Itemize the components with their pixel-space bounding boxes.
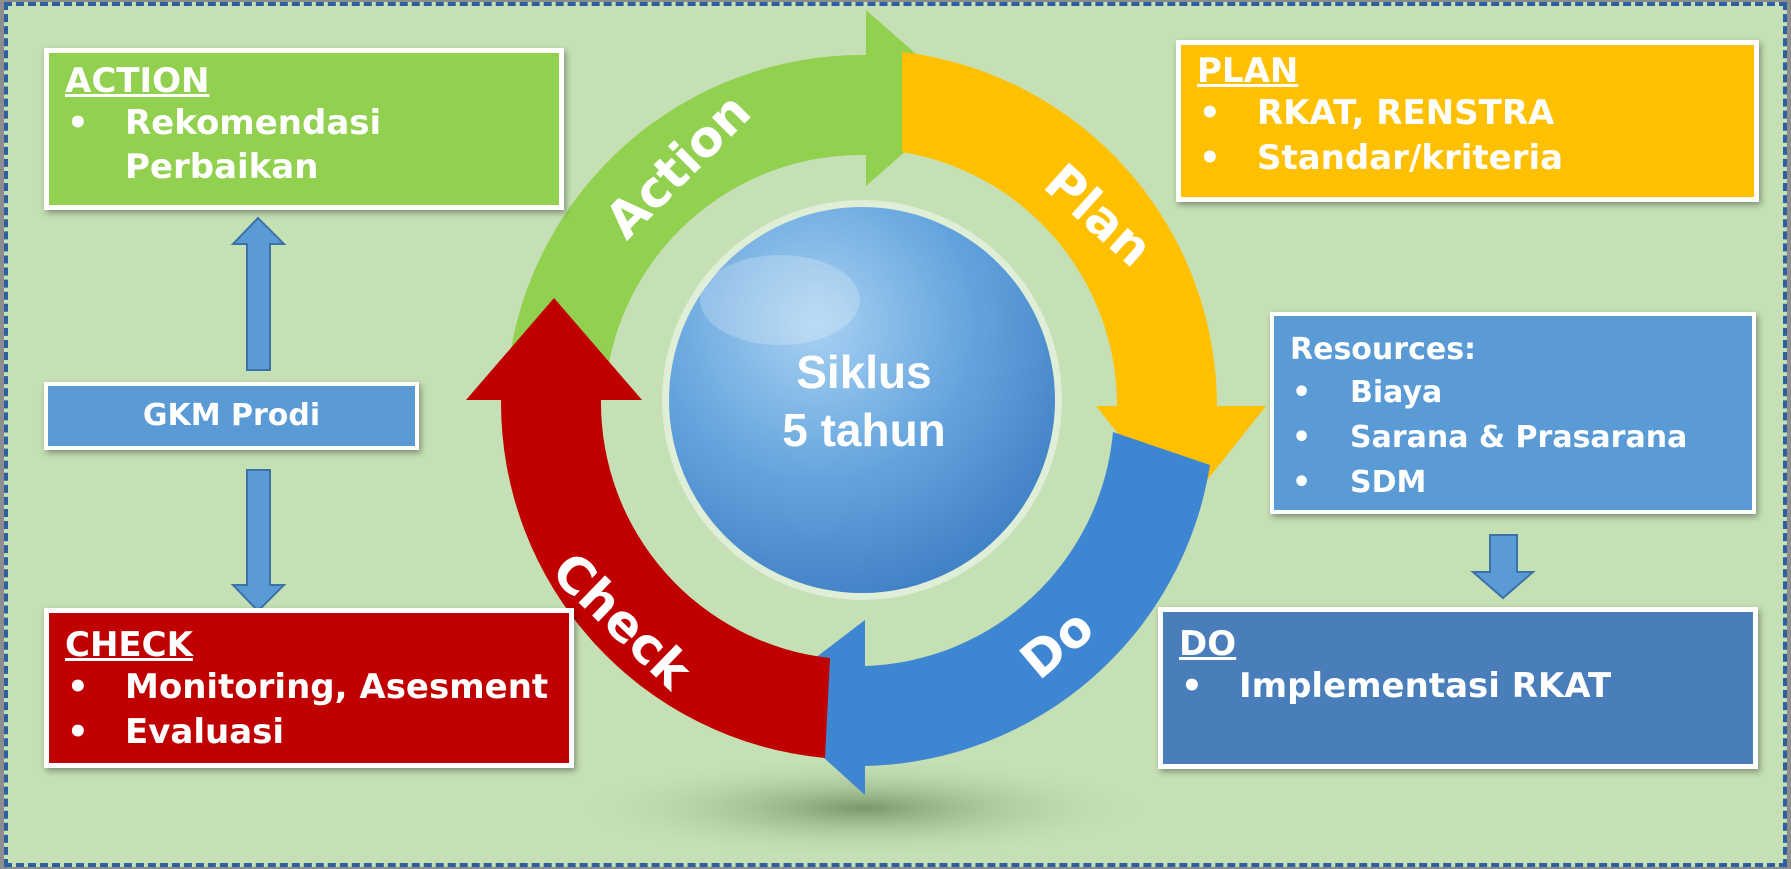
check-heading: CHECK	[65, 625, 193, 665]
plan-item: Standar/kriteria	[1197, 136, 1738, 181]
do-arc	[760, 432, 1210, 795]
resources-item: Biaya	[1290, 370, 1736, 415]
plan-heading: PLAN	[1197, 51, 1299, 91]
action-heading: ACTION	[65, 61, 210, 101]
center-title-line2: 5 tahun	[782, 404, 946, 456]
do-box: DO Implementasi RKAT	[1158, 607, 1758, 769]
check-item: Evaluasi	[65, 710, 553, 755]
do-item: Implementasi RKAT	[1179, 664, 1737, 709]
floor-shadow	[562, 756, 1162, 860]
action-item: Rekomendasi Perbaikan	[65, 101, 543, 189]
action-arc	[508, 10, 966, 368]
action-box: ACTION Rekomendasi Perbaikan	[44, 48, 564, 210]
arrow-down-to-check	[230, 469, 287, 613]
check-arc	[466, 298, 830, 758]
resources-heading: Resources:	[1290, 332, 1477, 367]
plan-item: RKAT, RENSTRA	[1197, 91, 1738, 136]
do-heading: DO	[1179, 624, 1237, 664]
resources-item: Sarana & Prasarana	[1290, 415, 1736, 460]
arrow-down-to-do	[1470, 534, 1536, 600]
center-sphere-inner	[669, 207, 1055, 593]
arrow-up-to-action	[230, 216, 287, 371]
check-item: Monitoring, Asesment	[65, 665, 553, 710]
plan-box: PLAN RKAT, RENSTRA Standar/kriteria	[1176, 40, 1759, 202]
resources-item: SDM	[1290, 460, 1736, 505]
center-title-line1: Siklus	[796, 346, 932, 398]
check-box: CHECK Monitoring, Asesment Evaluasi	[44, 608, 574, 768]
sphere-highlight	[700, 255, 860, 345]
gkm-prodi-box: GKM Prodi	[44, 382, 419, 450]
plan-arc	[902, 52, 1266, 513]
resources-box: Resources: Biaya Sarana & Prasarana SDM	[1270, 312, 1756, 514]
